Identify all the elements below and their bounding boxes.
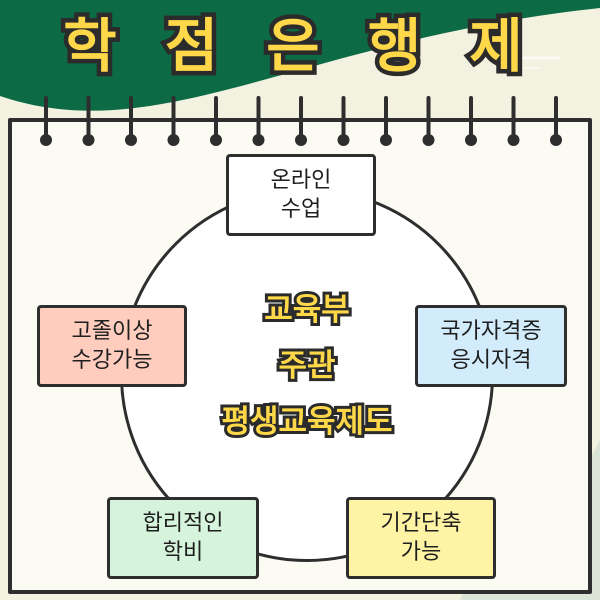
certificate-line-1: 국가자격증: [440, 319, 542, 344]
high-school-line-1: 고졸이상: [71, 319, 153, 344]
online-class-line-1: 온라인: [270, 168, 332, 193]
center-line-2: 주관: [275, 345, 338, 387]
period-line-1: 기간단축: [380, 511, 462, 536]
page-title: 학 점 은 행 제: [59, 8, 537, 85]
high-school-line-2: 수강가능: [71, 348, 153, 373]
center-line-1: 교육부: [261, 289, 353, 331]
reasonable-tuition-box: 합리적인 학비: [107, 497, 259, 579]
tuition-line-1: 합리적인: [142, 511, 224, 536]
center-line-3: 평생교육제도: [218, 401, 395, 443]
online-class-line-2: 수업: [280, 197, 322, 222]
period-line-2: 가능: [400, 540, 442, 565]
certificate-line-2: 응시자격: [450, 348, 532, 373]
online-class-box: 온라인 수업: [226, 154, 376, 236]
center-label: 교육부 주관 평생교육제도: [160, 282, 454, 450]
shortened-period-box: 기간단축 가능: [346, 497, 496, 579]
tuition-line-2: 학비: [162, 540, 204, 565]
national-certificate-box: 국가자격증 응시자격: [415, 305, 567, 387]
high-school-eligibility-box: 고졸이상 수강가능: [37, 305, 187, 387]
